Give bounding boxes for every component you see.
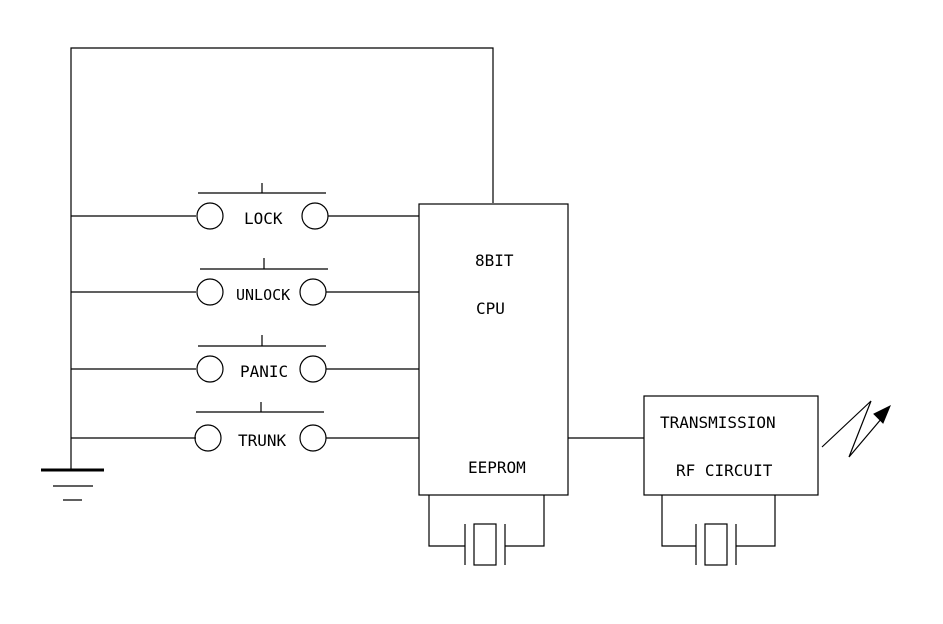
switch-row-trunk: TRUNK [71,402,419,451]
switch-contact-right-icon [300,356,326,382]
rf-line2: RF CIRCUIT [676,461,773,480]
switch-contact-left-icon [197,356,223,382]
switch-row-unlock: UNLOCK [71,258,419,305]
rf-circuit-block: TRANSMISSION RF CIRCUIT [644,396,818,495]
switch-contact-right-icon [302,203,328,229]
ground-icon [41,470,104,500]
crystal-oscillator-icon [429,495,544,565]
switch-contact-left-icon [197,203,223,229]
switch-label-lock: LOCK [244,209,283,228]
rf-line1: TRANSMISSION [660,413,776,432]
switch-row-lock: LOCK [71,183,419,229]
switch-label-trunk: TRUNK [238,431,287,450]
switch-contact-right-icon [300,425,326,451]
switch-contact-left-icon [197,279,223,305]
cpu-memory-label: EEPROM [468,458,526,477]
crystal-oscillator-icon [662,495,775,565]
switch-label-panic: PANIC [240,362,288,381]
feedback-loop-wire [71,48,493,470]
switch-contact-right-icon [300,279,326,305]
antenna-signal-icon [822,401,890,457]
switch-contact-left-icon [195,425,221,451]
cpu-line1: 8BIT [475,251,514,270]
cpu-block: 8BIT CPU EEPROM [419,204,568,495]
switch-row-panic: PANIC [71,335,419,382]
switch-label-unlock: UNLOCK [236,286,290,304]
cpu-line2: CPU [476,299,505,318]
